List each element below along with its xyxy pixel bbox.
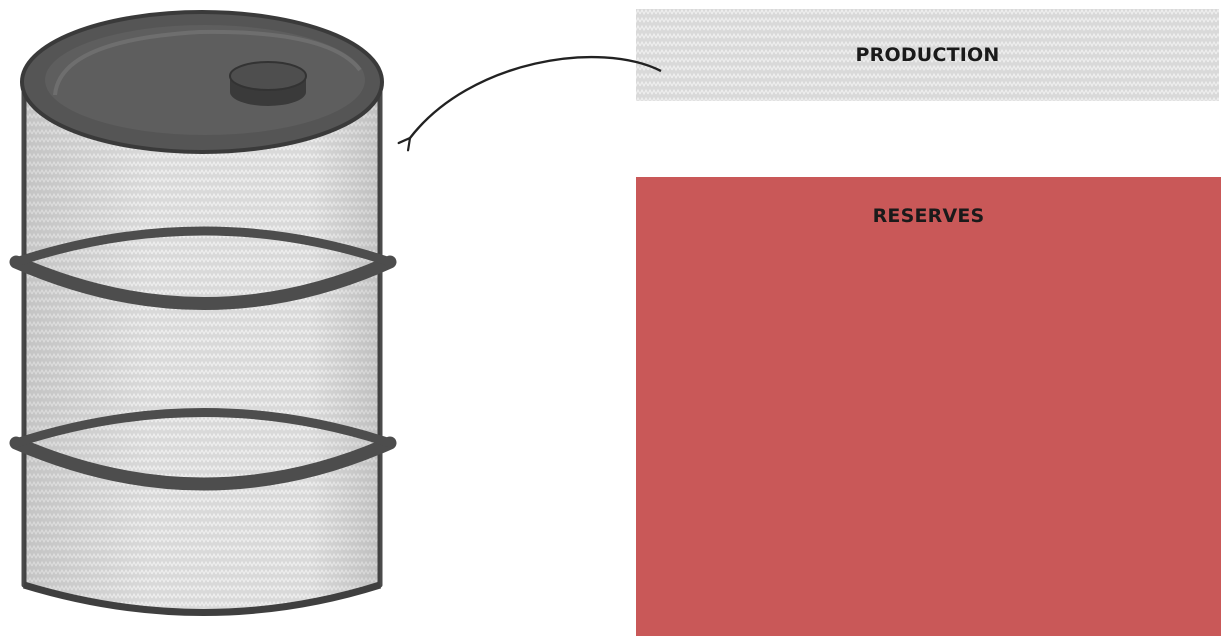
reserves-label: RESERVES — [873, 205, 985, 227]
production-box: PRODUCTION — [636, 9, 1219, 101]
oil-barrel-icon — [16, 12, 390, 613]
curved-arrow-icon — [410, 57, 661, 138]
production-label: PRODUCTION — [856, 44, 1000, 66]
reserves-box: RESERVES — [636, 177, 1221, 636]
